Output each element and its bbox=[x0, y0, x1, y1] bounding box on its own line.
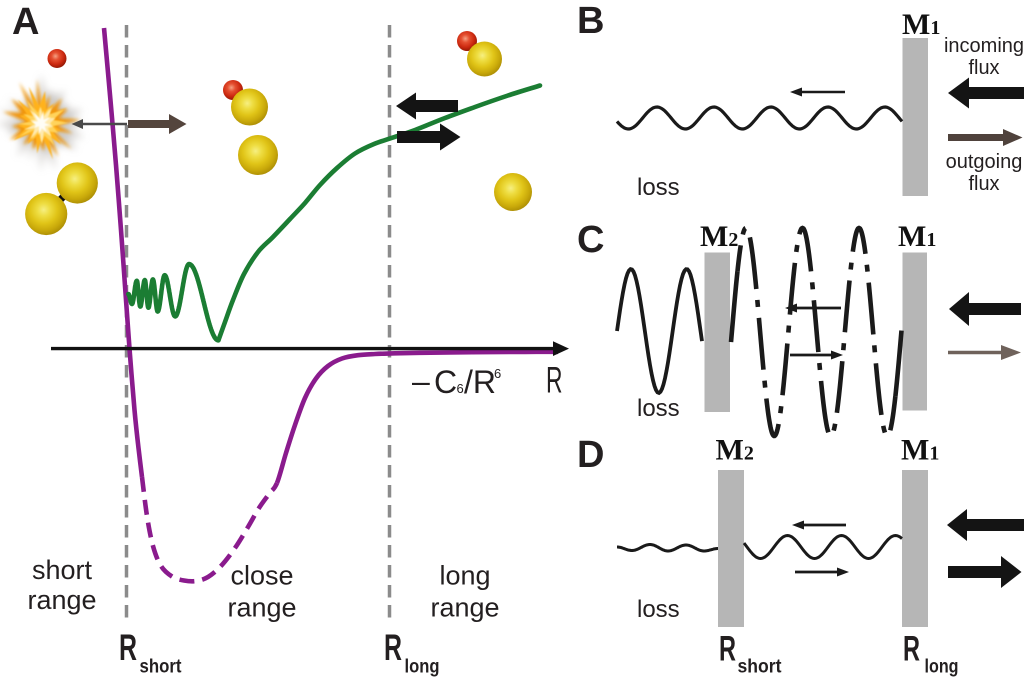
svg-text:M1: M1 bbox=[902, 8, 940, 41]
svg-text:flux: flux bbox=[968, 57, 999, 79]
svg-text:flux: flux bbox=[968, 173, 999, 195]
svg-text:range: range bbox=[27, 585, 96, 615]
svg-text:close: close bbox=[230, 561, 293, 591]
svg-text:R: R bbox=[903, 630, 920, 669]
svg-text:long: long bbox=[925, 657, 959, 678]
svg-text:M2: M2 bbox=[716, 434, 754, 467]
svg-text:/R: /R bbox=[464, 364, 496, 400]
svg-text:R: R bbox=[119, 627, 137, 668]
svg-text:B: B bbox=[577, 0, 604, 42]
svg-text:R: R bbox=[719, 630, 736, 669]
svg-text:outgoing: outgoing bbox=[946, 151, 1023, 173]
svg-text:D: D bbox=[577, 434, 604, 476]
svg-text:range: range bbox=[227, 593, 296, 623]
svg-text:6: 6 bbox=[494, 366, 501, 381]
svg-text:long: long bbox=[439, 561, 490, 591]
svg-text:short: short bbox=[738, 657, 783, 678]
svg-text:M1: M1 bbox=[898, 220, 936, 253]
svg-text:range: range bbox=[430, 593, 499, 623]
svg-text:short: short bbox=[140, 657, 183, 678]
svg-text:A: A bbox=[12, 1, 39, 43]
svg-text:C: C bbox=[434, 364, 457, 400]
svg-text:–: – bbox=[412, 363, 430, 399]
svg-text:R: R bbox=[546, 360, 563, 401]
svg-text:short: short bbox=[32, 555, 93, 585]
svg-text:C: C bbox=[577, 219, 604, 261]
svg-text:loss: loss bbox=[637, 596, 680, 623]
svg-text:long: long bbox=[405, 657, 440, 678]
svg-text:M1: M1 bbox=[901, 434, 939, 467]
svg-text:incoming: incoming bbox=[944, 35, 1024, 57]
svg-text:6: 6 bbox=[457, 381, 464, 396]
svg-text:loss: loss bbox=[637, 395, 680, 422]
svg-text:R: R bbox=[384, 627, 402, 668]
svg-text:M2: M2 bbox=[700, 220, 738, 253]
svg-text:loss: loss bbox=[637, 174, 680, 201]
